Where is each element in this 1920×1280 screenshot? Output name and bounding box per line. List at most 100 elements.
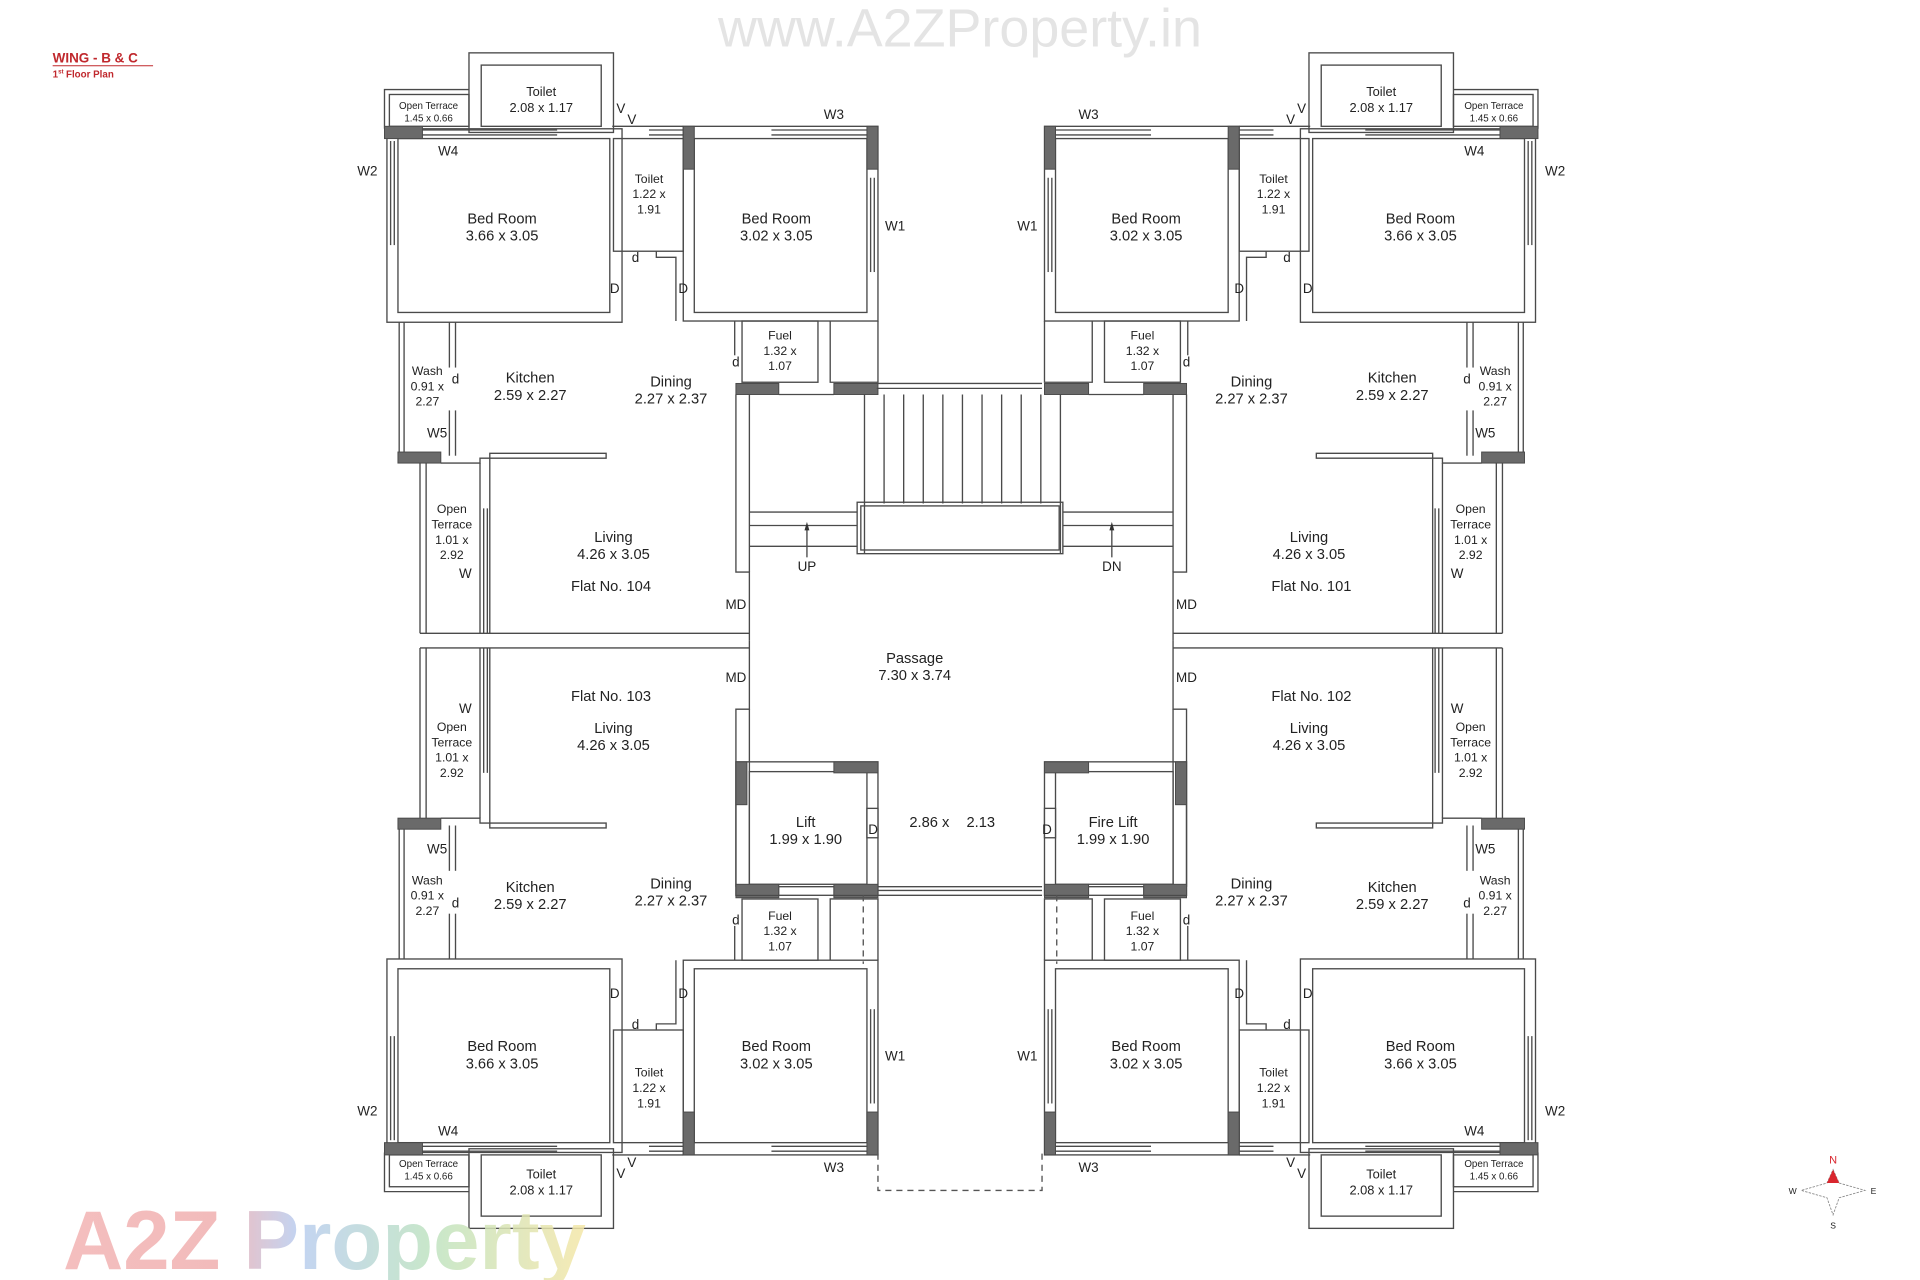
- window-w5-marker: W5: [427, 842, 447, 857]
- door-d-marker-line: d: [1463, 371, 1470, 386]
- window-w2-marker: W2: [1545, 163, 1565, 178]
- fuel-label-line: Fuel: [768, 909, 792, 923]
- fuel-label-line: 1.07: [1131, 359, 1155, 373]
- compass-star-icon: [1799, 1168, 1867, 1217]
- fire-lift-label-line: Fire Lift: [1089, 815, 1138, 831]
- kitchen-label-line: 2.59 x 2.27: [494, 388, 567, 404]
- window-w3-marker-line: W3: [824, 1160, 844, 1175]
- main-door-marker: MD: [725, 670, 746, 685]
- wash-label-line: Wash: [1480, 873, 1511, 887]
- master-bedroom-label-line: 3.66 x 3.05: [466, 229, 539, 245]
- fuel-label-line: 1.07: [768, 940, 792, 954]
- window-w-marker-line: W: [459, 566, 472, 581]
- main-door-marker-line: MD: [1176, 670, 1197, 685]
- master-toilet-label-line: 2.08 x 1.17: [509, 1182, 573, 1197]
- window-w4-marker: W4: [438, 1123, 459, 1138]
- second-bedroom-label-line: Bed Room: [742, 211, 811, 227]
- main-door-marker-line: MD: [725, 597, 746, 612]
- door-d-marker-line: d: [1183, 913, 1190, 928]
- door-marker: D: [678, 986, 688, 1001]
- main-door-marker: MD: [1176, 597, 1197, 612]
- open-terrace-label-line: 2.92: [1459, 548, 1483, 562]
- toilet-label-line: Toilet: [635, 1066, 664, 1080]
- open-terrace-label-line: 1.01 x: [435, 751, 468, 765]
- window-w1-marker-line: W1: [885, 218, 905, 233]
- vent-marker-line: V: [1297, 1166, 1306, 1181]
- wash-label-line: Wash: [1480, 364, 1511, 378]
- window-w2-marker-line: W2: [357, 1104, 377, 1119]
- kitchen-label-line: 2.59 x 2.27: [494, 897, 567, 913]
- living-label-line: Living: [1290, 721, 1328, 737]
- wash-label-line: 0.91 x: [411, 379, 444, 393]
- floor-suffix: st: [58, 69, 63, 76]
- master-bedroom-label-line: 3.66 x 3.05: [466, 1056, 539, 1072]
- open-terrace-label-line: Open: [1456, 502, 1486, 516]
- master-toilet-label-line: Toilet: [526, 84, 556, 99]
- master-bedroom-label: Bed Room 3.66 x 3.05: [466, 211, 539, 244]
- door-marker: D: [1303, 281, 1313, 296]
- lobby-size-b-line: 2.13: [967, 815, 996, 831]
- staircase: [863, 394, 1062, 554]
- dining-label-line: Dining: [650, 374, 692, 390]
- main-door-marker-line: MD: [725, 670, 746, 685]
- down-arrow-head: [1109, 521, 1115, 531]
- fuel-label-line: 1.32 x: [763, 344, 796, 358]
- window-w-marker: W: [1451, 701, 1464, 716]
- window-w2-marker-line: W2: [1545, 163, 1565, 178]
- floor-number: 1: [53, 69, 59, 80]
- master-bedroom-label-line: Bed Room: [1386, 1039, 1455, 1055]
- lobby-size-a: 2.86 x: [909, 815, 950, 831]
- wash-label-line: 2.27: [1483, 395, 1507, 409]
- window-w-marker: W: [459, 566, 472, 581]
- window-w-marker: W: [1451, 566, 1464, 581]
- open-terrace-small-label-line: Open Terrace: [399, 101, 458, 112]
- flat-number: Flat No. 102: [1271, 689, 1351, 705]
- master-bedroom-label-line: Bed Room: [467, 211, 536, 227]
- window-w3-marker-line: W3: [824, 107, 844, 122]
- watermark-logo: A2Z Property: [63, 1194, 586, 1280]
- window-w2-marker-line: W2: [1545, 1104, 1565, 1119]
- open-terrace-label-line: Open: [437, 502, 467, 516]
- vent-marker: V: [616, 101, 625, 116]
- door-d-marker-line: d: [452, 371, 459, 386]
- lobby-size-b: 2.13: [967, 815, 996, 831]
- vent-marker: V: [1286, 1155, 1295, 1170]
- open-terrace-label-line: Terrace: [1450, 517, 1491, 531]
- vent-marker-line: V: [627, 1155, 636, 1170]
- door-d-marker: d: [732, 354, 739, 369]
- wash-label-line: 0.91 x: [1478, 379, 1511, 393]
- window-w5-marker-line: W5: [1475, 842, 1495, 857]
- compass-north-icon: [1826, 1169, 1840, 1184]
- kitchen-label-line: 2.59 x 2.27: [1356, 897, 1429, 913]
- lift-label-line: Lift: [796, 815, 816, 831]
- door-d-marker-line: d: [732, 913, 739, 928]
- second-bedroom-label-line: 3.02 x 3.05: [1110, 229, 1183, 245]
- open-terrace-label-line: Open: [1456, 720, 1486, 734]
- living-label-line: 4.26 x 3.05: [577, 547, 650, 563]
- open-terrace-label-line: 1.01 x: [435, 533, 468, 547]
- door-marker-line: D: [678, 986, 688, 1001]
- compass-n: N: [1829, 1154, 1837, 1166]
- window-w4-marker: W4: [1464, 144, 1485, 159]
- door-d-marker-line: d: [632, 250, 639, 265]
- door-d-marker-line: d: [732, 354, 739, 369]
- second-bedroom-label-line: Bed Room: [1111, 211, 1180, 227]
- lift-door-marker-line: D: [868, 822, 878, 837]
- open-terrace-label-line: Terrace: [431, 517, 472, 531]
- passage-label-line: 7.30 x 3.74: [878, 668, 951, 684]
- toilet-label-line: 1.91: [1262, 1096, 1286, 1110]
- lobby-size-a-line: 2.86 x: [909, 815, 950, 831]
